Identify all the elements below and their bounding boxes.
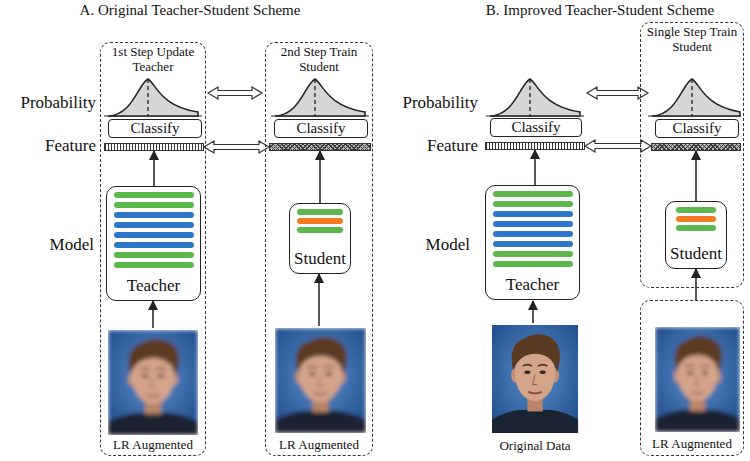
layer-bar xyxy=(114,222,194,228)
student-model: Student xyxy=(289,203,351,274)
step-group: 2nd Step Train Student LR Augmented Classi… xyxy=(265,42,373,456)
feature-bar xyxy=(651,143,741,151)
classify-label: Classify xyxy=(672,120,721,137)
feature-bar xyxy=(485,142,585,150)
step-heading: Single Step Train Student xyxy=(644,25,740,54)
layer-bar xyxy=(493,241,573,247)
mean-line xyxy=(147,79,148,116)
image-caption: Original Data xyxy=(499,438,570,454)
classifier-node: Classify xyxy=(269,119,371,151)
flow-arrow xyxy=(534,150,536,185)
input-arrow xyxy=(532,301,534,323)
face-image xyxy=(275,328,366,433)
row-label: Feature xyxy=(45,136,96,156)
layer-bar xyxy=(493,261,573,267)
flow-arrow xyxy=(695,151,697,201)
row-label: Model xyxy=(426,235,470,255)
mean-line xyxy=(529,79,530,116)
layer-bar xyxy=(114,242,194,248)
step-group: LR Augmented xyxy=(640,300,744,456)
layer-bar xyxy=(114,262,194,268)
layer-bar xyxy=(297,227,343,233)
step-group: 1st Step Update Teacher LR Augmented Class… xyxy=(100,42,206,456)
layer-bar xyxy=(676,216,716,222)
layer-bar xyxy=(676,225,716,231)
layer-bar xyxy=(297,218,343,224)
probability-curve xyxy=(108,79,198,116)
layer-bar xyxy=(114,202,194,208)
classify-label: Classify xyxy=(130,120,179,137)
layer-bar xyxy=(493,231,573,237)
teacher-model: Teacher xyxy=(485,185,580,300)
model-name: Student xyxy=(670,244,722,264)
model-name: Student xyxy=(294,249,346,269)
input-arrow xyxy=(152,301,154,328)
layer-bar xyxy=(114,212,194,218)
classifier-node: Classify xyxy=(651,119,741,151)
row-label: Model xyxy=(50,235,94,255)
double-arrow xyxy=(587,87,648,99)
layer-bar xyxy=(114,192,194,198)
model-name: Teacher xyxy=(127,276,181,296)
layer-bar xyxy=(493,221,573,227)
row-label: Probability xyxy=(20,93,96,113)
layer-bar xyxy=(493,211,573,217)
teacher-model: Teacher xyxy=(106,186,201,301)
model-name: Teacher xyxy=(506,275,560,295)
image-caption: LR Augmented xyxy=(101,437,205,452)
panel-title: A. Original Teacher-Student Scheme xyxy=(80,1,301,19)
feature-bar xyxy=(269,143,371,151)
image-caption: LR Augmented xyxy=(266,437,372,452)
layer-bar xyxy=(493,251,573,257)
probability-curve xyxy=(490,79,580,116)
classifier-node: Classify xyxy=(104,119,204,151)
classify-label: Classify xyxy=(511,119,560,136)
layer-bar xyxy=(676,207,716,213)
classify-box: Classify xyxy=(274,119,368,138)
classify-label: Classify xyxy=(296,120,345,137)
classifier-node: Classify xyxy=(485,118,585,150)
step-heading: 2nd Step Train Student xyxy=(269,45,369,74)
feature-arrow xyxy=(204,141,269,153)
row-label: Feature xyxy=(427,136,478,156)
input-arrow xyxy=(318,274,320,326)
panel-title: B. Improved Teacher-Student Scheme xyxy=(486,1,714,19)
mean-line xyxy=(691,79,692,116)
row-label: Probability xyxy=(402,93,478,113)
probability-curve xyxy=(275,79,365,116)
image-caption: LR Augmented xyxy=(641,437,743,452)
layer-bar xyxy=(493,191,573,197)
layer-bar xyxy=(297,209,343,215)
feature-bar xyxy=(104,143,204,151)
step-heading: 1st Step Update Teacher xyxy=(104,45,202,74)
flow-arrow xyxy=(695,269,697,300)
layer-bar xyxy=(493,201,573,207)
layer-bar xyxy=(114,252,194,258)
feature-arrow xyxy=(585,140,651,152)
flow-arrow xyxy=(319,151,321,203)
classify-box: Classify xyxy=(490,118,582,137)
classify-box: Classify xyxy=(655,119,739,138)
double-arrow xyxy=(208,87,262,99)
step-group: Single Step Train StudentClassifyStudent xyxy=(640,22,744,288)
mean-line xyxy=(314,79,315,116)
face-image xyxy=(655,327,740,432)
layer-bar xyxy=(114,232,194,238)
classify-box: Classify xyxy=(108,119,202,138)
flow-arrow xyxy=(153,151,155,186)
face-image xyxy=(108,330,198,435)
face-image xyxy=(492,325,578,433)
student-model: Student xyxy=(665,201,727,269)
probability-curve xyxy=(652,79,740,116)
